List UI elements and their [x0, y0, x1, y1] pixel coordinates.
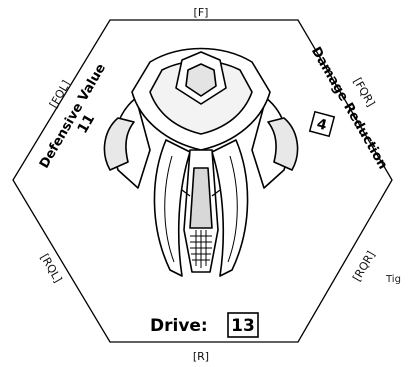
drive-label: Drive:	[150, 316, 208, 336]
side-note-text: Tig	[385, 274, 401, 285]
drive-value: 13	[231, 316, 255, 336]
drive-block: Drive: 13	[150, 313, 258, 337]
facing-front: [F]	[194, 6, 209, 19]
facing-rear: [R]	[193, 350, 209, 363]
facing-rear-right: [RQR]	[350, 249, 378, 284]
damage-reduction-badge: 4	[310, 112, 334, 136]
